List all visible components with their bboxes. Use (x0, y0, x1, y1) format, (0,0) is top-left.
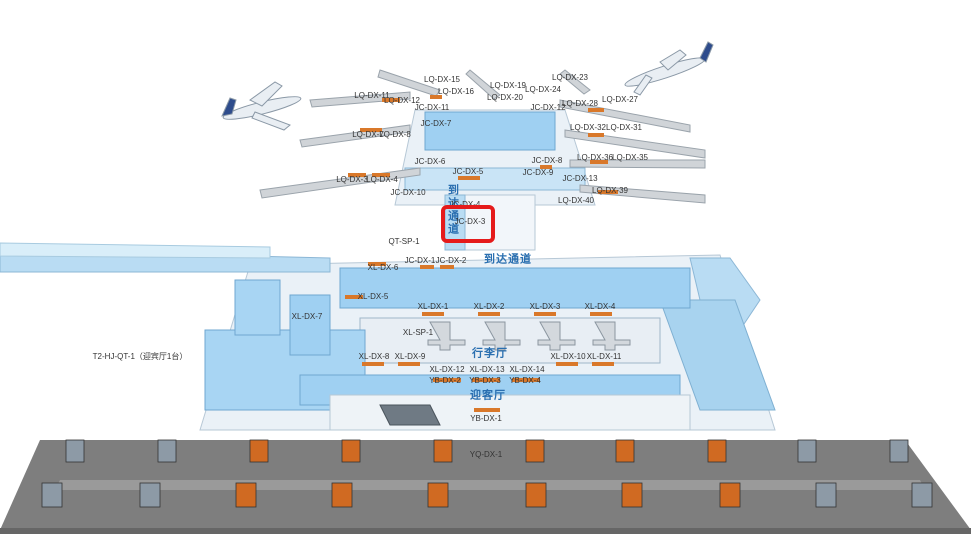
road-edge (0, 528, 971, 534)
location-label: JC-DX-5 (452, 167, 484, 176)
location-label: LQ-DX-27 (601, 95, 639, 104)
location-label: XL-DX-8 (358, 352, 390, 361)
location-label: XL-DX-5 (357, 292, 389, 301)
location-label: YQ-DX-1 (469, 450, 503, 459)
location-label: YB-DX-3 (469, 376, 501, 385)
location-label: JC-DX-3 (454, 217, 486, 226)
arrival-corridor-vertical-label: 到达通道 (446, 184, 459, 236)
location-label: XL-DX-13 (469, 365, 505, 374)
location-label: YB-DX-2 (429, 376, 461, 385)
escalator (379, 404, 441, 426)
west-room (234, 279, 281, 336)
location-label: LQ-DX-15 (423, 75, 461, 84)
location-label: LQ-DX-3 (336, 175, 368, 184)
location-label: LQ-DX-8 (379, 130, 411, 139)
location-label: JC-DX-2 (435, 256, 467, 265)
location-label: LQ-DX-24 (524, 85, 562, 94)
location-label: JC-DX-11 (414, 103, 450, 112)
baggage-carousels (427, 321, 631, 351)
location-label: QT-SP-1 (388, 237, 420, 246)
location-label: LQ-DX-12 (383, 96, 421, 105)
arrival-corridor-block (339, 267, 691, 309)
west-room-2 (289, 294, 331, 356)
location-label: XL-DX-12 (429, 365, 465, 374)
location-label: JC-DX-8 (531, 156, 563, 165)
baggage-hall-label: 行李厅 (472, 347, 508, 360)
arrival-corridor-label: 到达通道 (484, 253, 532, 266)
location-label: LQ-DX-20 (486, 93, 524, 102)
location-label: YB-DX-4 (509, 376, 541, 385)
location-label: LQ-DX-7 (352, 130, 384, 139)
west-wing-top (0, 242, 271, 259)
location-label: XL-DX-4 (584, 302, 616, 311)
location-label: JC-DX-9 (522, 168, 554, 177)
curbside-pillars-row1 (65, 439, 909, 463)
concourse-lower (404, 167, 586, 191)
location-label: LQ-DX-28 (561, 99, 599, 108)
location-label: LQ-DX-40 (557, 196, 595, 205)
location-label: JC-DX-1 (404, 256, 436, 265)
location-label: XL-DX-3 (529, 302, 561, 311)
location-label: LQ-DX-4 (366, 175, 398, 184)
location-label: LQ-DX-16 (437, 87, 475, 96)
east-wing (689, 257, 761, 331)
location-label: JC-DX-10 (390, 188, 426, 197)
airplane-west-icon (221, 81, 302, 131)
location-label: XL-DX-7 (291, 312, 323, 321)
highlight-box (441, 205, 495, 243)
location-label: JC-DX-12 (530, 103, 566, 112)
location-label: LQ-DX-32 (569, 123, 607, 132)
location-label: LQ-DX-39 (591, 186, 629, 195)
east-wall (659, 299, 776, 411)
location-label: LQ-DX-19 (489, 81, 527, 90)
location-label: YB-DX-1 (470, 414, 502, 423)
airplane-east-icon (624, 41, 714, 96)
location-label: XL-DX-11 (586, 352, 622, 361)
road-median (55, 480, 925, 490)
greeting-hall-label: 迎客厅 (470, 389, 506, 402)
location-label: JC-DX-4 (449, 200, 481, 209)
location-label: LQ-DX-35 (611, 153, 649, 162)
location-label: XL-DX-6 (367, 263, 399, 272)
location-label: XL-DX-10 (550, 352, 586, 361)
side-note-label: T2-HJ-QT-1（迎宾厅1台） (92, 352, 188, 361)
location-label: LQ-DX-11 (354, 91, 390, 100)
location-label: XL-DX-2 (473, 302, 505, 311)
location-label: JC-DX-6 (414, 157, 446, 166)
location-label: LQ-DX-36 (576, 153, 614, 162)
location-label: XL-SP-1 (402, 328, 434, 337)
location-label: XL-DX-9 (394, 352, 426, 361)
location-label: LQ-DX-31 (605, 123, 643, 132)
location-label: LQ-DX-23 (551, 73, 589, 82)
location-label: XL-DX-1 (417, 302, 449, 311)
concourse-pool (424, 111, 556, 151)
desk-markers (345, 95, 618, 412)
hall-block-west (204, 329, 366, 411)
location-label: JC-DX-7 (420, 119, 452, 128)
curbside-pillars-row2 (41, 482, 933, 508)
location-label: XL-DX-14 (509, 365, 545, 374)
location-label: JC-DX-13 (562, 174, 598, 183)
